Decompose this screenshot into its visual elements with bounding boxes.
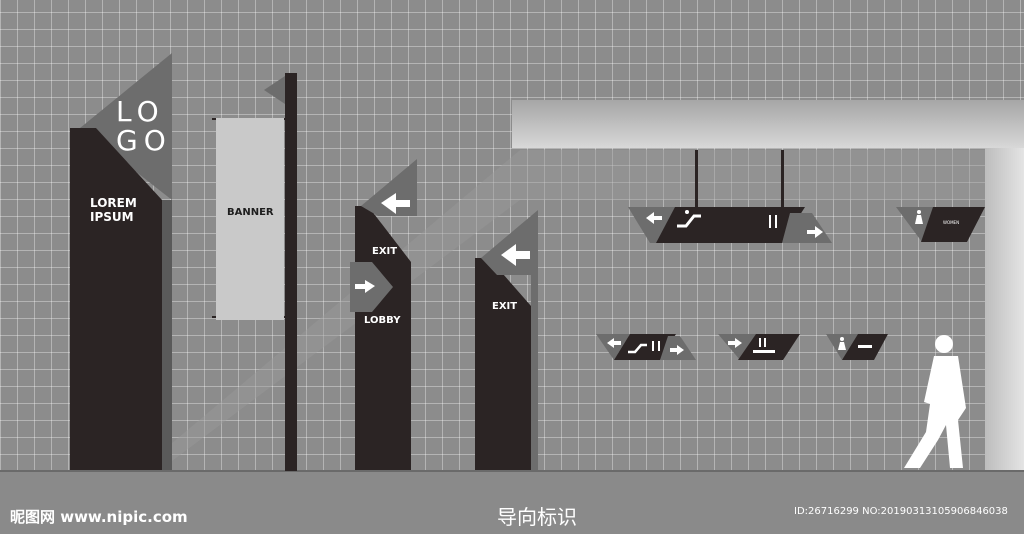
- escalator-icon: [677, 214, 701, 228]
- totem-logo-panel: [80, 53, 172, 200]
- text-bar: [753, 350, 775, 353]
- wall-sign-mid-body: [738, 334, 800, 360]
- floor-edge: [0, 470, 1024, 472]
- escalator-icon: [628, 343, 647, 354]
- ceiling-beam: [512, 100, 1024, 148]
- fork-icon: [759, 338, 761, 347]
- image-id-label: ID:26716299 NO:20190313105906846038: [794, 506, 1008, 517]
- escalator-icon-head: [685, 210, 689, 214]
- wall-sign-top-body: [921, 207, 985, 242]
- banner-cloth: [216, 118, 284, 320]
- wall-sign-small-text: WOMEN: [943, 220, 960, 225]
- arrow-right-icon: [728, 338, 742, 348]
- fork-icon: [769, 215, 771, 228]
- wall-sign-left-body: [614, 334, 676, 360]
- wall-pillar: [985, 148, 1024, 470]
- exit-label: EXIT: [372, 246, 398, 257]
- watermark-site: 昵图网 www.nipic.com: [10, 508, 188, 526]
- knife-icon: [775, 215, 777, 228]
- page-title: 导向标识: [497, 505, 577, 529]
- pole-flag: [264, 76, 285, 104]
- arrow-right-icon: [355, 280, 375, 293]
- totem-body: [70, 128, 162, 470]
- hanger-rod-right: [781, 150, 784, 208]
- banner-label: BANNER: [227, 207, 274, 218]
- knife-icon: [658, 341, 660, 351]
- arrow-left-icon: [501, 244, 530, 266]
- person-icon: [915, 215, 923, 224]
- arrow-right-icon: [670, 345, 684, 355]
- hanger-rod-left: [695, 150, 698, 208]
- arrow-left-icon: [607, 338, 621, 348]
- exit-arrow-panel: [481, 210, 538, 470]
- wall-shadow: [140, 150, 1024, 470]
- person-icon: [838, 342, 846, 350]
- walking-person-silhouette: [904, 335, 966, 468]
- exit-label: EXIT: [492, 301, 518, 312]
- arrow-right-icon: [807, 226, 823, 238]
- text-bar: [858, 345, 872, 348]
- totem-text-line1: LOREM: [90, 196, 137, 210]
- lobby-label: LOBBY: [364, 315, 401, 326]
- logo-text-line1: LO: [116, 95, 165, 128]
- knife-icon: [764, 338, 766, 347]
- person-icon-head: [917, 210, 921, 214]
- fork-icon: [652, 341, 654, 351]
- totem-side: [162, 200, 172, 470]
- totem-text-line2: IPSUM: [90, 210, 134, 224]
- hanging-sign-right-panel: [782, 213, 832, 243]
- wall-sign-mid-panel: [718, 334, 758, 360]
- arrow-left-icon: [381, 193, 410, 214]
- logo-text-line2: GO: [116, 124, 172, 157]
- arrow-left-icon: [646, 212, 662, 224]
- person-icon-head: [840, 337, 844, 341]
- exit-sign-body: [475, 258, 531, 470]
- floor: [0, 470, 1024, 534]
- banner-pole: [285, 73, 297, 471]
